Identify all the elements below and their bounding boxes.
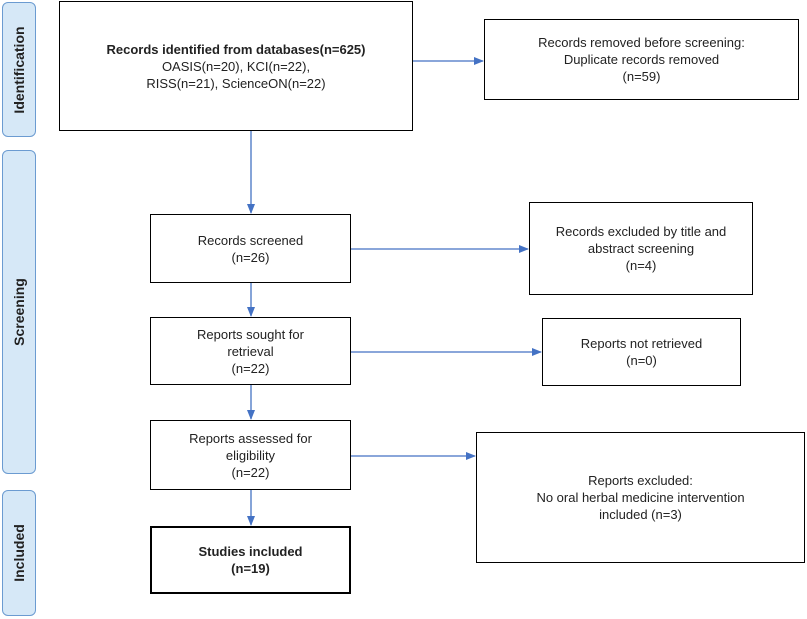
reports-excluded-line2: No oral herbal medicine intervention (536, 490, 745, 505)
box-reports-assessed: Reports assessed for eligibility (n=22) (150, 420, 351, 490)
identified-title: Records identified from databases(n=625) (106, 41, 366, 57)
assessed-line1: Reports assessed for (189, 430, 312, 446)
removed-line3: (n=59) (622, 69, 661, 84)
box-records-screened: Records screened (n=26) (150, 214, 351, 283)
excluded-title-line1: Records excluded by title and (555, 224, 727, 239)
removed-line2: Duplicate records removed (563, 52, 720, 67)
box-records-removed: Records removed before screening: Duplic… (484, 19, 799, 100)
box-reports-sought: Reports sought for retrieval (n=22) (150, 317, 351, 385)
box-reports-excluded: Reports excluded: No oral herbal medicin… (476, 432, 805, 563)
phase-screening: Screening (2, 150, 36, 474)
excluded-title-line2: abstract screening (587, 241, 695, 256)
reports-excluded-line3: included (n=3) (599, 507, 682, 522)
identified-line2: OASIS(n=20), KCI(n=22), (161, 58, 311, 74)
assessed-line2: eligibility (225, 447, 276, 463)
assessed-line3: (n=22) (231, 464, 270, 480)
box-records-excluded-title: Records excluded by title and abstract s… (529, 202, 753, 295)
excluded-title-line3: (n=4) (625, 258, 657, 273)
included-line1: Studies included (198, 544, 303, 559)
phase-identification: Identification (2, 2, 36, 137)
box-records-identified: Records identified from databases(n=625)… (59, 1, 413, 131)
identified-line3: RISS(n=21), ScienceON(n=22) (146, 75, 326, 91)
screened-line1: Records screened (197, 232, 304, 248)
removed-line1: Records removed before screening: (538, 35, 745, 50)
not-retrieved-line2: (n=0) (626, 353, 657, 368)
phase-included: Included (2, 490, 36, 616)
included-line2: (n=19) (231, 561, 270, 576)
box-reports-not-retrieved: Reports not retrieved (n=0) (542, 318, 741, 386)
sought-line2: retrieval (227, 343, 274, 359)
sought-line3: (n=22) (231, 360, 270, 376)
box-studies-included: Studies included (n=19) (150, 526, 351, 594)
reports-excluded-line1: Reports excluded: (588, 473, 693, 488)
sought-line1: Reports sought for (197, 326, 304, 342)
not-retrieved-line1: Reports not retrieved (580, 336, 703, 351)
screened-line2: (n=26) (231, 249, 270, 265)
